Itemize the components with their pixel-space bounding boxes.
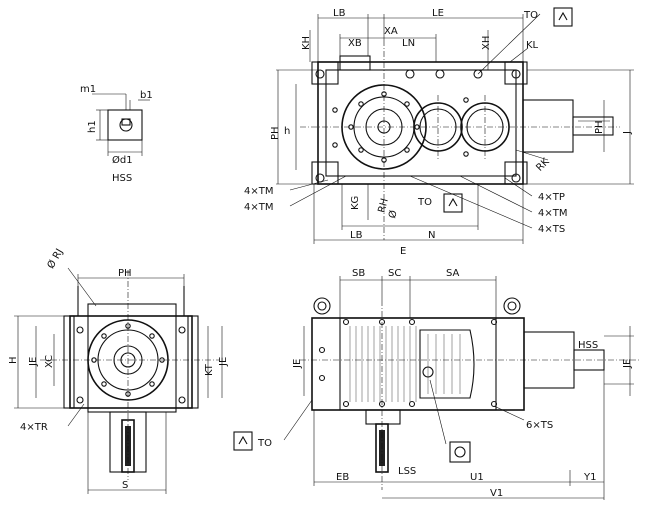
dim-ph-top: PH: [270, 126, 281, 140]
dim-xh: XH: [481, 36, 492, 50]
dim-je-end-left: JE: [28, 357, 39, 367]
dim-ph-right: PH: [594, 120, 605, 134]
dim-je-side-left: JE: [292, 359, 303, 369]
dim-eb: EB: [336, 472, 349, 483]
label-to-side: TO: [257, 438, 272, 449]
dim-rh: RH: [377, 197, 391, 214]
label-4xtp: 4×TP: [538, 192, 565, 203]
dim-h: h: [284, 126, 290, 137]
dim-kt: KT: [204, 363, 215, 376]
dim-rk: RK: [534, 156, 552, 174]
label-to-top: TO: [523, 10, 538, 21]
dim-e: E: [400, 246, 406, 257]
dim-h-end: H: [8, 356, 19, 364]
dim-lb-bottom: LB: [350, 230, 363, 241]
dim-h1: h1: [87, 120, 98, 133]
dim-sb: SB: [352, 268, 365, 279]
side-view: [233, 276, 640, 500]
label-4xts: 4×TS: [538, 224, 565, 235]
dim-u1: U1: [470, 472, 484, 483]
label-lss: LSS: [398, 466, 416, 477]
dim-o-top: Ø: [386, 209, 400, 220]
dim-je-side-right: JE: [622, 359, 633, 369]
dim-kl: KL: [526, 40, 539, 51]
top-view: [276, 7, 634, 244]
dim-j: J: [622, 131, 633, 135]
dim-y1: Y1: [583, 472, 596, 483]
label-4xtm-c: 4×TM: [538, 208, 567, 219]
dim-je-end-right: JE: [218, 357, 229, 367]
dim-sa: SA: [446, 268, 460, 279]
dim-v1: V1: [490, 488, 503, 499]
dim-s: S: [122, 480, 128, 491]
end-view: [14, 267, 223, 494]
label-6xts: 6×TS: [526, 420, 553, 431]
dim-ph-end: PH: [118, 268, 132, 279]
label-4xtr: 4×TR: [20, 422, 48, 433]
label-hss-detail: HSS: [112, 173, 132, 184]
dim-kg: KG: [350, 196, 361, 210]
dim-kh: KH: [301, 36, 312, 50]
dim-le: LE: [432, 8, 444, 19]
dim-xb: XB: [348, 38, 362, 49]
label-hss-side: HSS: [578, 340, 598, 351]
shaft-end-detail: [92, 93, 150, 156]
label-4xtm-b: 4×TM: [244, 202, 273, 213]
label-4xtm-a: 4×TM: [244, 186, 273, 197]
dim-lb-top: LB: [333, 8, 346, 19]
dim-orj: Ø RJ: [45, 247, 66, 271]
dim-ln: LN: [402, 38, 415, 49]
dim-od1: Ød1: [112, 154, 133, 166]
dim-m1: m1: [80, 84, 96, 95]
dim-n: N: [428, 230, 435, 241]
dim-sc: SC: [388, 268, 401, 279]
label-to-mid: TO: [417, 197, 432, 208]
dim-xa: XA: [384, 26, 398, 37]
dim-xc: XC: [44, 355, 55, 368]
dim-b1: b1: [140, 90, 153, 101]
